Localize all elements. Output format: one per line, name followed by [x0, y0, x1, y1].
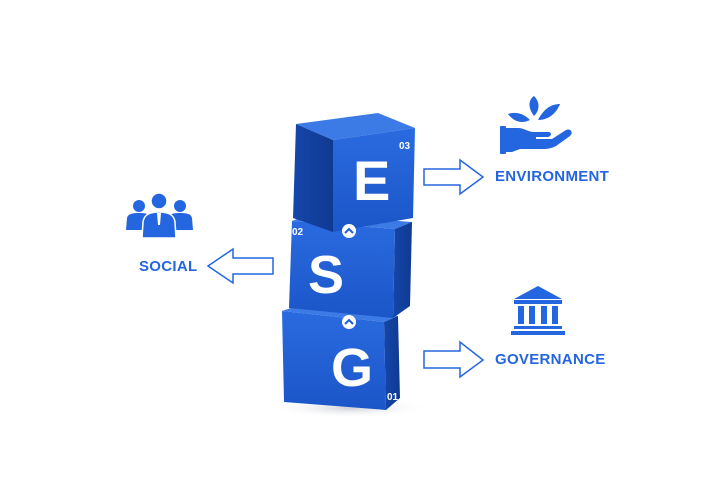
cube-number-e: 03: [399, 141, 411, 152]
caret-up-icon: [342, 315, 356, 329]
governance-label: GOVERNANCE: [495, 351, 606, 368]
caret-up-icon: [342, 224, 356, 238]
cube-e: [293, 113, 415, 232]
environment-label: ENVIRONMENT: [495, 168, 610, 185]
hand-with-leaves-icon: [500, 96, 572, 154]
arrow-right-icon: [423, 340, 485, 379]
people-group-icon: [126, 192, 193, 239]
cube-letter-s: S: [308, 245, 345, 305]
cube-letter-g: G: [331, 338, 374, 398]
institution-building-icon: [511, 286, 565, 335]
cube-letter-e: E: [353, 149, 391, 212]
social-label: SOCIAL: [139, 258, 198, 275]
arrow-left-icon: [206, 247, 274, 285]
cube-number-s: 02: [292, 227, 304, 238]
cube-number-g: 01: [387, 392, 399, 403]
arrow-right-icon: [423, 158, 485, 196]
